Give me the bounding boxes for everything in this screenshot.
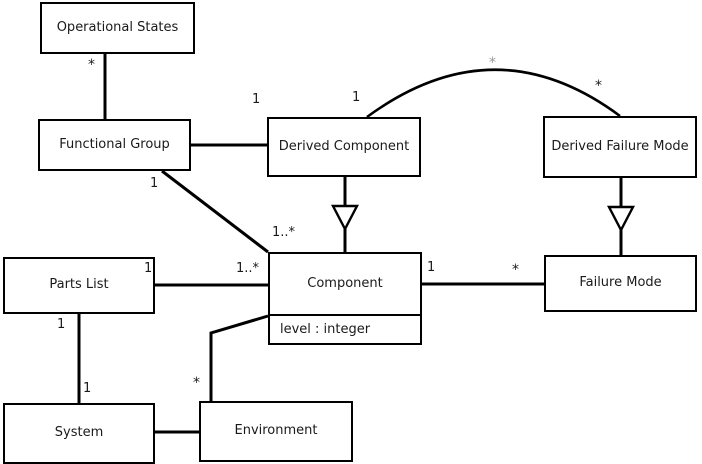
multiplicity-derived-component-left: 1 xyxy=(252,92,261,107)
multiplicity-component-topleft: 1..* xyxy=(272,225,296,240)
multiplicity-component-right: 1 xyxy=(427,260,436,275)
edge-functional-group-component xyxy=(161,169,269,254)
class-box-component[interactable]: Component level : integer xyxy=(268,252,422,345)
multiplicity-operational-states: * xyxy=(88,57,95,73)
multiplicity-system-top: 1 xyxy=(83,381,92,396)
multiplicity-failure-mode-left: * xyxy=(512,262,519,278)
class-box-operational-states[interactable]: Operational States xyxy=(40,2,195,54)
multiplicity-arc-left: 1 xyxy=(352,90,361,105)
edge-derived-component-derived-failure-mode xyxy=(366,68,621,119)
class-name-component: Component xyxy=(307,275,383,291)
class-name-failure-mode: Failure Mode xyxy=(579,275,662,291)
class-box-parts-list[interactable]: Parts List xyxy=(3,257,155,314)
class-box-functional-group[interactable]: Functional Group xyxy=(38,119,191,171)
multiplicity-parts-list-right: 1 xyxy=(144,261,153,276)
class-name-operational-states: Operational States xyxy=(56,19,179,35)
class-name-functional-group: Functional Group xyxy=(59,136,170,152)
class-box-environment[interactable]: Environment xyxy=(199,401,353,462)
class-box-system[interactable]: System xyxy=(3,403,155,464)
multiplicity-component-left: 1..* xyxy=(236,261,260,276)
multiplicity-environment-top: * xyxy=(193,375,200,391)
class-name-environment: Environment xyxy=(234,423,318,439)
generalization-arrow-derived-component xyxy=(331,204,359,232)
multiplicity-parts-list-bottom: 1 xyxy=(57,317,66,332)
class-box-derived-component[interactable]: Derived Component xyxy=(267,117,421,177)
class-name-system: System xyxy=(54,425,104,441)
class-name-derived-component: Derived Component xyxy=(278,138,410,154)
class-name-derived-failure-mode: Derived Failure Mode xyxy=(551,138,689,154)
edge-environment-component xyxy=(209,314,269,401)
multiplicity-functional-group-down: 1 xyxy=(150,176,159,191)
generalization-arrow-derived-failure-mode xyxy=(607,205,635,233)
class-box-derived-failure-mode[interactable]: Derived Failure Mode xyxy=(543,116,697,178)
multiplicity-arc-apex: * xyxy=(489,55,496,71)
multiplicity-arc-right: * xyxy=(595,78,602,94)
class-name-parts-list: Parts List xyxy=(49,277,109,293)
class-box-failure-mode[interactable]: Failure Mode xyxy=(544,255,697,312)
class-attribute-component-level: level : integer xyxy=(270,314,420,343)
